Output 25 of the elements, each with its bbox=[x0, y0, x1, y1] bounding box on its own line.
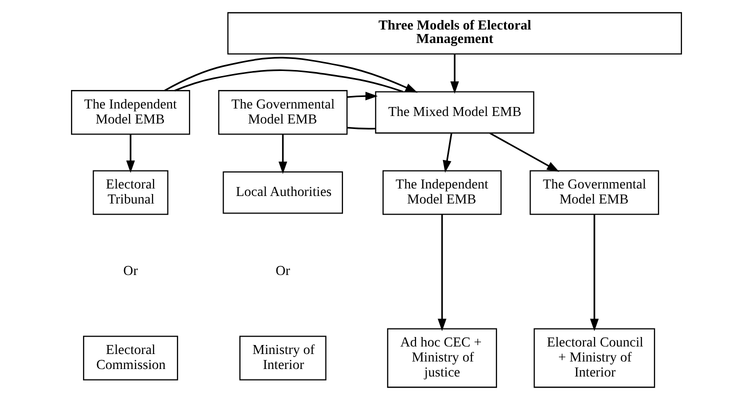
node-box: Ministry of Interior bbox=[239, 336, 326, 380]
arrow bbox=[438, 214, 446, 332]
node-box: The Independent Model EMB bbox=[71, 90, 190, 135]
node-box: Electoral Council + Ministry of Interior bbox=[534, 328, 656, 388]
arrow bbox=[164, 56, 418, 93]
node-box: Local Authorities bbox=[222, 171, 343, 214]
node-box: Ad hoc CEC + Ministry of justice bbox=[387, 328, 498, 388]
arrow bbox=[590, 214, 599, 332]
node-box: Electoral Tribunal bbox=[92, 170, 168, 215]
node-box: The Mixed Model EMB bbox=[375, 91, 534, 134]
arrow bbox=[126, 134, 135, 173]
arrow bbox=[442, 133, 452, 173]
node-box: The Independent Model EMB bbox=[382, 170, 502, 215]
label: Or bbox=[123, 263, 138, 278]
node-box: The Governmental Model EMB bbox=[530, 170, 660, 215]
label: Or bbox=[276, 263, 290, 278]
node-box: Electoral Commission bbox=[83, 336, 178, 380]
arrow bbox=[347, 92, 378, 100]
node-box: The Governmental Model EMB bbox=[218, 90, 348, 135]
arrow bbox=[278, 134, 288, 174]
node-box: Three Models of Electoral Management bbox=[227, 12, 682, 55]
connector bbox=[174, 69, 404, 92]
arrow bbox=[490, 132, 560, 172]
connector bbox=[347, 126, 376, 130]
arrow bbox=[450, 54, 459, 94]
